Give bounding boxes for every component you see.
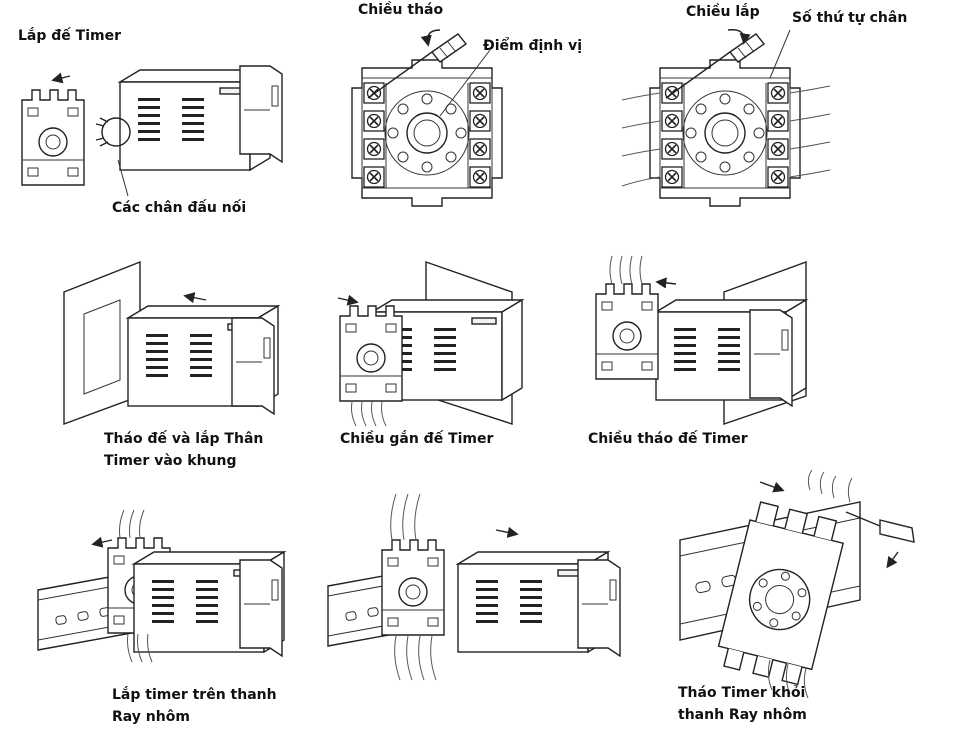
label-remove-base-mount-frame: Tháo đế và lắp Thân Timer vào khung [104, 429, 263, 472]
label-remove-from-rail: Tháo Timer khỏi thanh Ray nhôm [678, 683, 807, 726]
rotate-arrow-icon [420, 29, 441, 47]
label-mount-on-rail: Lắp timer trên thanh Ray nhôm [112, 685, 277, 728]
pin-number-pointer [769, 29, 791, 79]
left-arrow [51, 72, 71, 84]
panel-install-base [21, 65, 283, 197]
screwdriver-icon [367, 33, 468, 99]
wires [119, 509, 153, 663]
socket-face-top [650, 60, 800, 206]
label-line-2: thanh Ray nhôm [678, 706, 807, 723]
timer-front-panel [577, 559, 621, 657]
panel-install-direction [621, 29, 831, 206]
label-base-remove-direction: Chiều tháo đế Timer [588, 431, 748, 447]
socket-base-side [381, 539, 445, 636]
label-line-2: Timer vào khung [104, 452, 237, 469]
panel-base-on-rail [327, 493, 621, 681]
rotate-arrow-icon [727, 29, 751, 45]
socket-face-top [352, 60, 502, 206]
screwdriver-icon [845, 511, 915, 543]
socket-base-side [339, 305, 403, 402]
label-line-2: Ray nhôm [112, 708, 190, 725]
socket-base-side [595, 283, 659, 380]
right-arrow [495, 526, 519, 538]
label-remove-direction: Chiều tháo [358, 2, 444, 18]
wires [351, 401, 387, 427]
timer-front-panel [239, 559, 283, 657]
wires [609, 255, 643, 285]
label-line-1: Tháo Timer khỏi [678, 685, 806, 701]
left-arrow [91, 536, 113, 548]
panel-remove-direction [352, 29, 502, 206]
left-arrow [655, 277, 677, 289]
label-connection-pins: Các chân đấu nối [112, 200, 247, 216]
timer-front-panel [239, 65, 283, 163]
left-arrow [183, 292, 207, 304]
wires [621, 85, 831, 187]
pull-arrow [759, 481, 785, 493]
locating-pointer [439, 49, 491, 117]
label-locating-point: Điểm định vị [483, 38, 583, 54]
wires [390, 493, 437, 681]
label-install-base: Lắp đế Timer [18, 28, 121, 44]
connection-pins [95, 117, 131, 197]
socket-base-side [21, 89, 85, 186]
panel-remove-base [595, 255, 807, 425]
right-arrow [337, 294, 359, 306]
wires [767, 469, 853, 699]
timer-front-panel [749, 309, 793, 407]
timer-front-panel [231, 317, 275, 415]
panel-mount-on-rail [37, 509, 284, 663]
panel-frame-mount [63, 260, 278, 426]
label-base-attach-direction: Chiều gắn đế Timer [340, 431, 494, 447]
label-pin-numbers: Số thứ tự chân [792, 10, 908, 26]
label-install-direction: Chiều lắp [686, 4, 760, 20]
socket-base-tilted [717, 501, 844, 686]
label-line-1: Tháo đế và lắp Thân [104, 431, 264, 447]
label-line-1: Lắp timer trên thanh [112, 687, 277, 703]
down-arrow [886, 551, 899, 569]
panel-attach-base [337, 261, 522, 427]
panel-remove-from-rail [679, 469, 915, 699]
